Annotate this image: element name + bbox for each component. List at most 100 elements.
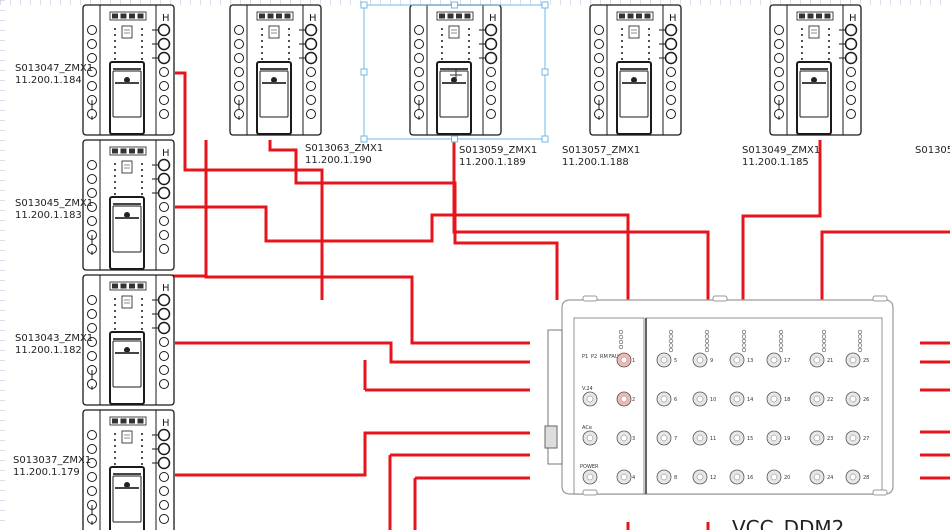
status-led [114, 328, 116, 330]
port-led [704, 347, 710, 353]
resize-handle [541, 68, 549, 76]
switch-port-core [696, 473, 704, 481]
resize-handle [360, 68, 368, 76]
connector-pin [137, 418, 144, 424]
io-port-right [159, 216, 169, 226]
io-port-right [159, 365, 169, 375]
status-led [261, 28, 263, 30]
port-led [821, 343, 827, 348]
connector-pin [627, 13, 634, 19]
port-led [741, 347, 747, 353]
resize-handle [541, 1, 549, 9]
io-port-right [306, 67, 316, 77]
connector-pin [636, 13, 642, 19]
port-led [857, 338, 863, 344]
status-led [141, 322, 143, 324]
switch-port-core [813, 395, 821, 403]
connector-pin [129, 418, 135, 424]
connector-pin [137, 148, 144, 154]
switch-port-core [660, 473, 668, 481]
switch-port-core [620, 395, 628, 403]
io-port-right [304, 51, 318, 65]
status-led [141, 169, 143, 171]
status-led [441, 52, 443, 54]
io-port-left [87, 309, 97, 319]
port-led [821, 347, 827, 353]
switch-port-core [849, 395, 857, 403]
cable-9 [204, 140, 530, 345]
connector-pin [120, 283, 127, 289]
module-id: S013059_ZMX1 [459, 145, 538, 156]
port-led [857, 329, 863, 335]
io-port-left [87, 458, 97, 468]
led-label: P1 [582, 354, 588, 360]
module-mark: H [162, 418, 170, 429]
selection-outline [363, 4, 546, 140]
status-led [828, 52, 830, 54]
switch-port-core [849, 473, 857, 481]
io-port-right [157, 321, 171, 335]
status-led [114, 451, 116, 453]
switch-port-core [770, 434, 778, 442]
switch-port-core [849, 434, 857, 442]
io-port-right [159, 81, 169, 91]
connector-pin [112, 418, 118, 424]
dip-lines [451, 29, 457, 34]
led-label: RM [600, 354, 608, 360]
io-module-8[interactable]: H [82, 409, 175, 530]
status-led [141, 451, 143, 453]
port-number: 26 [863, 397, 869, 403]
plug-logo [271, 77, 277, 83]
connector-pin [464, 13, 471, 19]
port-number: 27 [863, 436, 869, 442]
connector-pin [267, 13, 274, 19]
io-port-left [87, 39, 97, 49]
status-led [114, 28, 116, 30]
status-led [141, 58, 143, 60]
port-number: 14 [747, 397, 753, 403]
io-module-5[interactable]: H [769, 4, 862, 136]
status-led [114, 187, 116, 189]
io-module-1[interactable]: H [82, 4, 175, 136]
io-port-right [486, 67, 496, 77]
io-port-left [87, 444, 97, 454]
io-port-right [484, 51, 498, 65]
port-leads [659, 29, 665, 59]
module-label-s01305: S01305 [915, 145, 950, 157]
ground-terminal [544, 425, 558, 449]
plug-lip [113, 338, 141, 340]
status-led [114, 46, 116, 48]
connector-pin [112, 13, 118, 19]
port-leads [152, 434, 158, 464]
port-led [668, 338, 674, 344]
io-port-left [87, 216, 97, 226]
port-led [778, 334, 784, 339]
port-led [668, 343, 674, 348]
module-id: S013037_ZMX1 [13, 455, 92, 466]
io-port-right [664, 37, 678, 51]
plug-logo [124, 212, 130, 218]
top-connector [109, 416, 147, 426]
io-module-4[interactable]: H [589, 4, 682, 136]
switch-port-core [586, 434, 594, 442]
led-label: FAULT [609, 354, 625, 360]
io-module-7[interactable]: H [82, 274, 175, 406]
io-port-right [304, 37, 318, 51]
status-led [141, 439, 143, 441]
port-number: 4 [632, 475, 635, 481]
io-module-6[interactable]: H [82, 139, 175, 271]
switch-port-core [620, 434, 628, 442]
status-led [441, 58, 443, 60]
status-led [114, 433, 116, 435]
io-port-left [234, 39, 244, 49]
io-port-left [774, 25, 784, 35]
switch-port-core [696, 356, 704, 364]
status-led [618, 334, 624, 340]
status-led [441, 34, 443, 36]
switch-port-core [620, 356, 628, 364]
io-port-right [159, 109, 169, 119]
io-module-2[interactable]: H [229, 4, 322, 136]
plug-logo [124, 482, 130, 488]
